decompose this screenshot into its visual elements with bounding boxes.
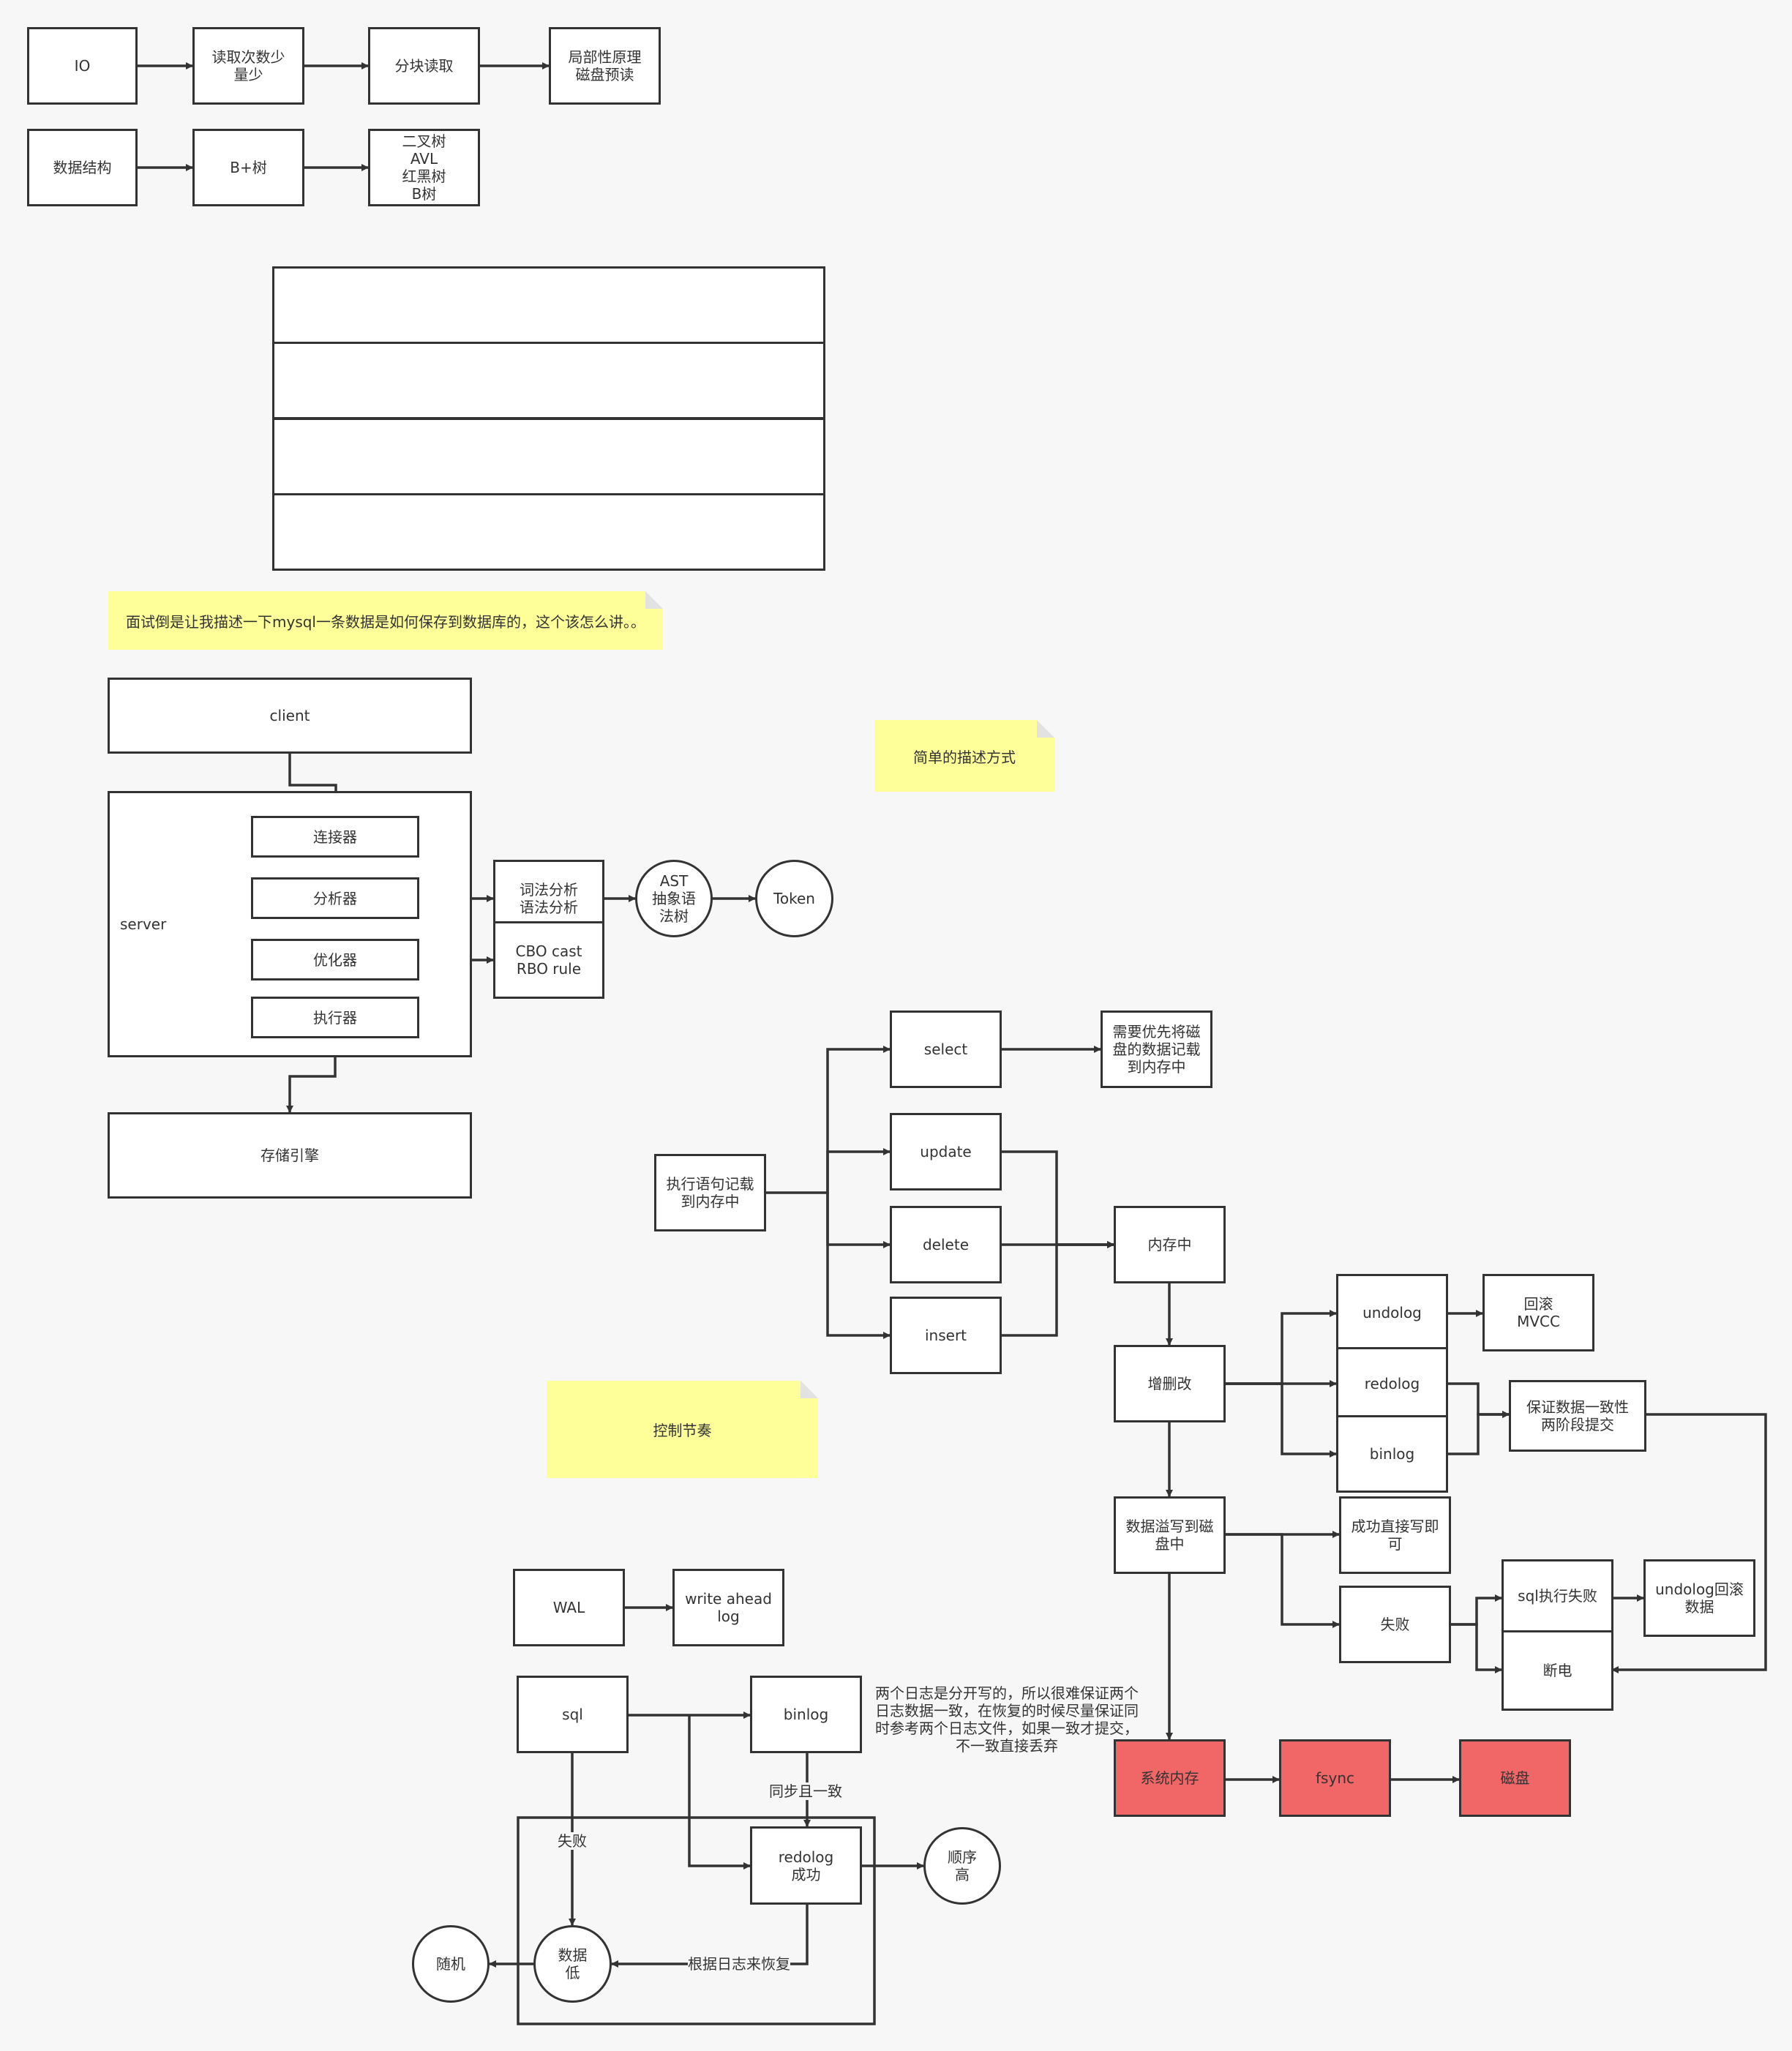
redolog-success-box[interactable]: redolog 成功 bbox=[750, 1826, 862, 1905]
bplus-box[interactable]: B+树 bbox=[192, 129, 304, 206]
edge-fail-poweroff bbox=[1451, 1623, 1502, 1673]
edge-crud-undolog bbox=[1225, 1310, 1337, 1385]
interview-note[interactable]: 面试倒是让我描述一下mysql一条数据是如何保存到数据库的，这个该怎么讲。。 bbox=[108, 591, 663, 650]
data-low-circle[interactable]: 数据 低 bbox=[533, 1925, 612, 2003]
fail-box[interactable]: 失败 bbox=[1339, 1586, 1451, 1663]
edge-redolog-datalow bbox=[611, 1905, 809, 1968]
edge-exec-update bbox=[826, 1148, 891, 1193]
cbo-rbo-box[interactable]: CBO cast RBO rule bbox=[493, 921, 604, 999]
delete-box[interactable]: delete bbox=[890, 1206, 1002, 1283]
edge-update-mem bbox=[1000, 1150, 1114, 1248]
sql-box[interactable]: sql bbox=[517, 1676, 629, 1753]
read-less-box[interactable]: 读取次数少 量少 bbox=[192, 27, 304, 105]
exec-to-mem-box[interactable]: 执行语句记载 到内存中 bbox=[654, 1154, 766, 1231]
edge-consistency-poweroff bbox=[1611, 1413, 1767, 1673]
edge-fail-sqlfail bbox=[1451, 1594, 1502, 1626]
rollback-mvcc-box[interactable]: 回滚 MVCC bbox=[1482, 1274, 1594, 1351]
table-row[interactable] bbox=[272, 493, 825, 571]
sequential-high-circle[interactable]: 顺序 高 bbox=[923, 1827, 1001, 1905]
wal-container bbox=[517, 1816, 876, 2025]
sync-consistent-label: 同步且一致 bbox=[769, 1782, 842, 1800]
control-note[interactable]: 控制节奏 bbox=[547, 1381, 818, 1478]
edge-crud-binlog bbox=[1225, 1382, 1337, 1458]
fail-edge-label: 失败 bbox=[558, 1832, 587, 1850]
consistency-box[interactable]: 保证数据一致性 两阶段提交 bbox=[1509, 1380, 1646, 1452]
locality-box[interactable]: 局部性原理 磁盘预读 bbox=[549, 27, 661, 105]
edge-binlog-consistency bbox=[1447, 1411, 1510, 1455]
data-struct-box[interactable]: 数据结构 bbox=[27, 129, 138, 206]
table-row[interactable] bbox=[272, 266, 825, 344]
trees-box[interactable]: 二叉树 AVL 红黑树 B树 bbox=[368, 129, 480, 206]
note-fold-icon bbox=[1037, 720, 1054, 738]
wal-box[interactable]: WAL bbox=[513, 1569, 625, 1646]
select-box[interactable]: select bbox=[890, 1010, 1002, 1088]
note-fold-icon bbox=[645, 591, 663, 609]
connector-box[interactable]: 连接器 bbox=[251, 816, 419, 858]
edge-sql-redolog bbox=[688, 1715, 751, 1870]
edge-exec-insert bbox=[826, 1193, 891, 1339]
in-memory-box[interactable]: 内存中 bbox=[1114, 1206, 1226, 1283]
binlog-b-box[interactable]: binlog bbox=[750, 1676, 862, 1753]
success-write-box[interactable]: 成功直接写即 可 bbox=[1339, 1496, 1451, 1574]
two-logs-note-text: 两个日志是分开写的，所以很难保证两个 日志数据一致，在恢复的时候尽量保证同 时参… bbox=[875, 1684, 1139, 1755]
undolog-rollback-box[interactable]: undolog回滚 数据 bbox=[1643, 1559, 1755, 1637]
analyzer-box[interactable]: 分析器 bbox=[251, 877, 419, 919]
need-load-box[interactable]: 需要优先将磁 盘的数据记载 到内存中 bbox=[1101, 1010, 1212, 1088]
table-row[interactable] bbox=[272, 418, 825, 495]
io-box[interactable]: IO bbox=[27, 27, 138, 105]
control-note-text: 控制节奏 bbox=[653, 1422, 712, 1439]
edge-redolog-consistency bbox=[1447, 1382, 1510, 1418]
interview-note-text: 面试倒是让我描述一下mysql一条数据是如何保存到数据库的，这个该怎么讲。。 bbox=[126, 612, 645, 631]
simple-note-text: 简单的描述方式 bbox=[913, 748, 1016, 766]
edge-exec-select bbox=[765, 1046, 891, 1194]
edge-exec-delete bbox=[826, 1193, 891, 1248]
update-box[interactable]: update bbox=[890, 1113, 1002, 1191]
power-off-box[interactable]: 断电 bbox=[1502, 1630, 1613, 1711]
write-ahead-log-box[interactable]: write ahead log bbox=[672, 1569, 784, 1646]
random-circle[interactable]: 随机 bbox=[412, 1925, 490, 2003]
edge-insert-mem bbox=[1000, 1241, 1114, 1337]
executor-box[interactable]: 执行器 bbox=[251, 997, 419, 1038]
client-box[interactable]: client bbox=[108, 678, 472, 754]
chunk-read-box[interactable]: 分块读取 bbox=[368, 27, 480, 105]
binlog-r-box[interactable]: binlog bbox=[1336, 1415, 1448, 1493]
optimizer-box[interactable]: 优化器 bbox=[251, 939, 419, 980]
note-fold-icon bbox=[801, 1381, 818, 1398]
redolog-box[interactable]: redolog bbox=[1336, 1347, 1448, 1420]
crud-box[interactable]: 增删改 bbox=[1114, 1345, 1226, 1422]
ast-circle[interactable]: AST 抽象语 法树 bbox=[635, 860, 713, 937]
table-row[interactable] bbox=[272, 342, 825, 419]
token-circle[interactable]: Token bbox=[755, 860, 833, 937]
undolog-box[interactable]: undolog bbox=[1336, 1274, 1448, 1351]
simple-note[interactable]: 简单的描述方式 bbox=[874, 720, 1054, 792]
sql-fail-box[interactable]: sql执行失败 bbox=[1502, 1559, 1613, 1632]
recover-by-log-label: 根据日志来恢复 bbox=[688, 1955, 790, 1973]
sys-mem-box[interactable]: 系统内存 bbox=[1114, 1739, 1226, 1817]
edge-overflow-fail bbox=[1225, 1533, 1340, 1628]
insert-box[interactable]: insert bbox=[890, 1297, 1002, 1374]
disk-box[interactable]: 磁盘 bbox=[1459, 1739, 1571, 1817]
fsync-box[interactable]: fsync bbox=[1279, 1739, 1391, 1817]
overflow-disk-box[interactable]: 数据溢写到磁 盘中 bbox=[1114, 1496, 1226, 1574]
storage-engine-box[interactable]: 存储引擎 bbox=[108, 1112, 472, 1199]
